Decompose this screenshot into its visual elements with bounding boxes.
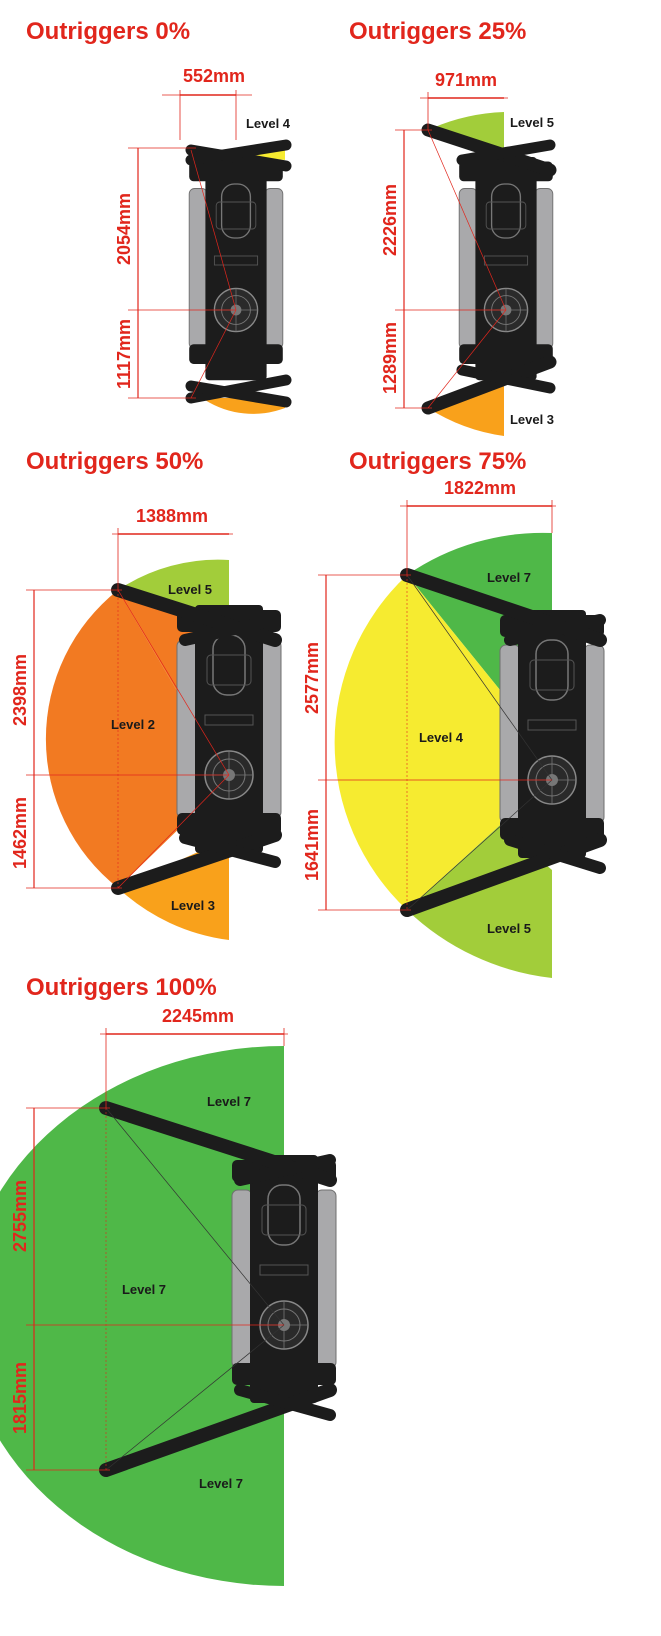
zone-label-side-100: Level 7 <box>122 1282 166 1297</box>
dim-width-100: 2245mm <box>162 1006 234 1026</box>
panel-title-0: Outriggers 0% <box>26 18 191 45</box>
dim-front-100: 2755mm <box>10 1180 30 1252</box>
dim-front-0: 2054mm <box>114 193 134 265</box>
dim-width-0: 552mm <box>183 66 245 86</box>
zone-label-front-75: Level 7 <box>487 570 531 585</box>
outrigger-arm <box>234 1384 336 1421</box>
panel-title-75: Outriggers 75% <box>349 448 527 475</box>
dim-rear-75: 1641mm <box>302 809 322 881</box>
zone-all-100 <box>0 1046 284 1586</box>
dim-width-50: 1388mm <box>136 506 208 526</box>
dim-front-75: 2577mm <box>302 642 322 714</box>
outrigger-arm <box>421 355 557 415</box>
dim-rear-50: 1462mm <box>10 797 30 869</box>
dim-front-25: 2226mm <box>380 184 400 256</box>
zone-label-rear-100: Level 7 <box>199 1476 243 1491</box>
dim-rear-100: 1815mm <box>10 1362 30 1434</box>
outrigger-arm <box>185 380 292 408</box>
zone-label-front-25: Level 5 <box>510 115 554 130</box>
dim-front-50: 2398mm <box>10 654 30 726</box>
zone-label-front-50: Level 5 <box>168 582 212 597</box>
dim-rear-25: 1289mm <box>380 322 400 394</box>
panel-outriggers-50: 1388mm 2398mm 1462mm Level 5 Level 2 Lev… <box>10 506 282 940</box>
zone-label-rear-50: Level 3 <box>171 898 215 913</box>
outrigger-arm <box>456 364 556 394</box>
zone-label-rear-25: Level 3 <box>510 412 554 427</box>
zone-label-front-0: Level 4 <box>246 116 291 131</box>
panel-title-50: Outriggers 50% <box>26 448 204 475</box>
panel-outriggers-0: 552mm 2054mm 1117mm Level 4 <box>114 66 292 414</box>
outrigger-arm <box>234 1154 336 1186</box>
zone-label-front-100: Level 7 <box>207 1094 251 1109</box>
zone-label-side-50: Level 2 <box>111 717 155 732</box>
panel-title-25: Outriggers 25% <box>349 18 527 45</box>
outrigger-arm <box>400 833 607 917</box>
outrigger-arm <box>456 139 556 166</box>
dim-rear-0: 1117mm <box>114 319 134 389</box>
zone-label-rear-75: Level 5 <box>487 921 531 936</box>
zone-label-side-75: Level 4 <box>419 730 464 745</box>
outrigger-arm <box>504 614 606 646</box>
outrigger-arm <box>179 832 281 868</box>
panel-outriggers-75: 1822mm 2577mm 1641mm Level 7 Level 4 Lev… <box>302 478 607 978</box>
panel-title-100: Outriggers 100% <box>26 974 217 1001</box>
outrigger-arm <box>179 614 281 646</box>
outrigger-arm <box>504 834 606 874</box>
zone-side-75 <box>334 575 500 910</box>
outrigger-arm <box>111 828 282 895</box>
panel-outriggers-25: 971mm 2226mm 1289mm Level 5 Level 3 <box>380 70 557 436</box>
dim-width-25: 971mm <box>435 70 497 90</box>
dim-width-75: 1822mm <box>444 478 516 498</box>
panel-outriggers-100: 2245mm 2755mm 1815mm Level 7 Level 7 Lev… <box>0 1006 337 1586</box>
outrigger-arm <box>185 139 292 166</box>
